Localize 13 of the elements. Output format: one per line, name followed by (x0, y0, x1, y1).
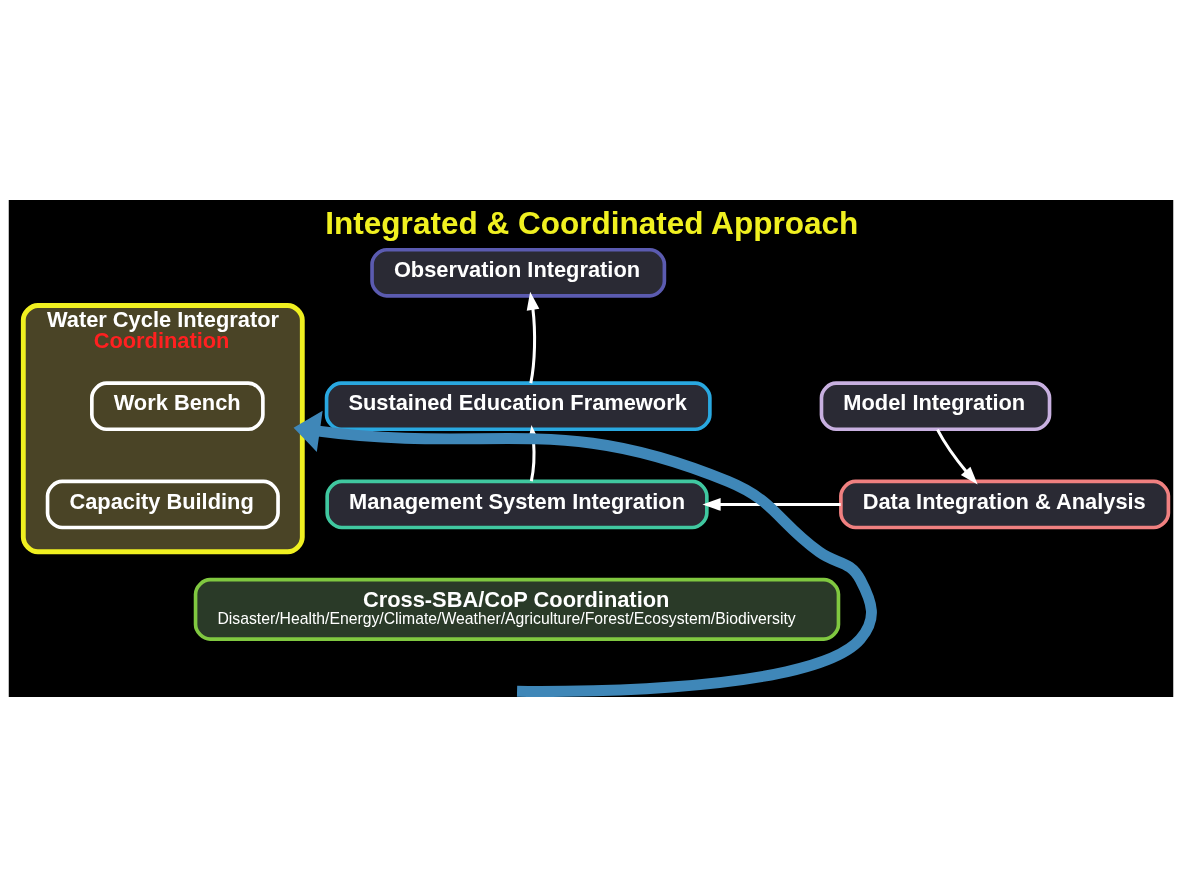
node-box: Observation Integration (370, 247, 667, 298)
arrow (293, 410, 877, 697)
node-box: Cross-SBA/CoP Coordination Disaster/Health/Energy/Climate/Weather/Agriculture/Forest/Ecosystem/Biodiversity (193, 577, 841, 641)
arrow (526, 291, 540, 383)
node-box: Work Bench (90, 380, 265, 431)
arrow (702, 497, 841, 511)
node-box: Model Integration (819, 380, 1052, 431)
node-box: Data Integration & Analysis (839, 479, 1171, 529)
node-box: Management System Integration (325, 479, 709, 529)
node-box: Sustained Education Framework (324, 380, 712, 431)
arrow (936, 428, 978, 485)
node-box: Capacity Building (45, 479, 280, 529)
diagram-title: Integrated & Coordinated Approach (325, 204, 859, 241)
